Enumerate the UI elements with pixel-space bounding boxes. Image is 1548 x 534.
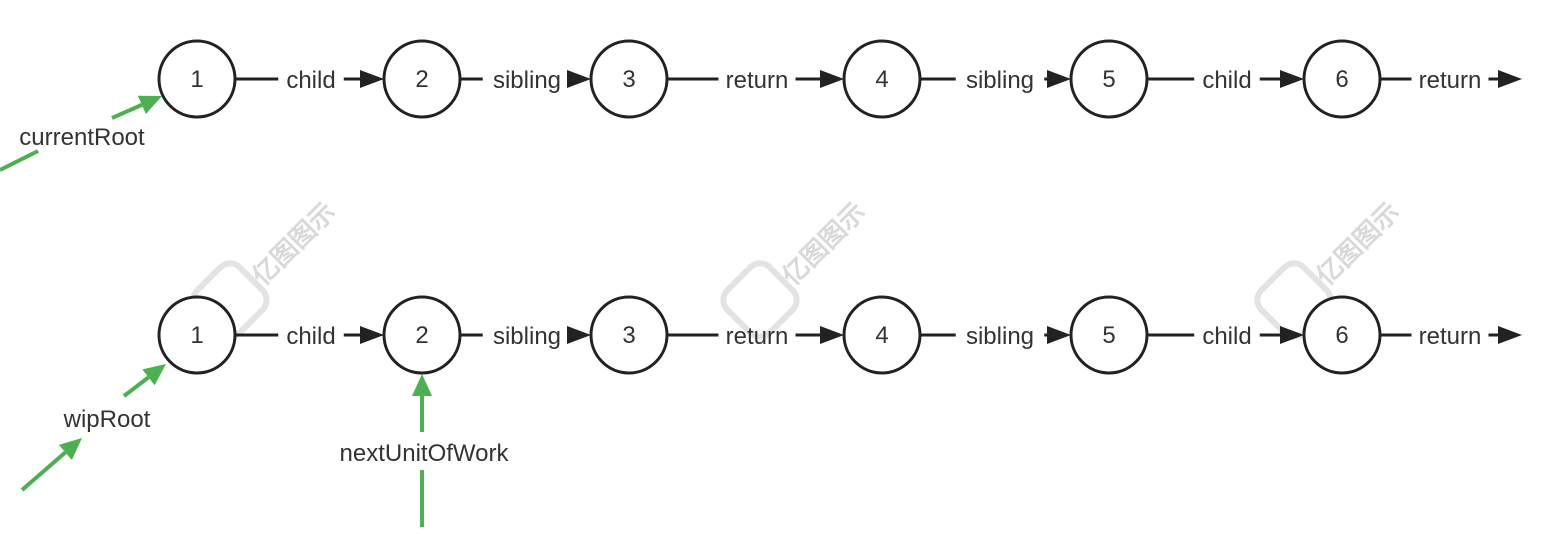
node-circle — [842, 39, 922, 119]
edge-label: child — [286, 323, 335, 350]
node-label: 4 — [875, 66, 888, 93]
row-wip: child sibling return sibling child return 1 2 3 4… — [157, 295, 1522, 375]
pointer-arrow-head — [412, 374, 432, 396]
edge-label: sibling — [966, 67, 1034, 94]
node-2: 2 — [382, 39, 462, 119]
node-6: 6 — [1302, 295, 1382, 375]
edge-child: child — [235, 323, 384, 350]
watermark-logo — [720, 260, 800, 340]
pointer-line — [122, 375, 150, 398]
pointer-line — [20, 450, 67, 492]
arrow-head — [567, 70, 591, 88]
node-5: 5 — [1069, 295, 1149, 375]
node-circle — [589, 39, 669, 119]
node-circle — [1302, 39, 1382, 119]
edge-label: child — [1202, 67, 1251, 94]
arrow-head — [360, 326, 384, 344]
node-label: 2 — [415, 322, 428, 349]
edge-child: child — [1147, 67, 1304, 94]
watermark-text: 亿图图示 — [777, 197, 872, 292]
arrow-head — [1047, 70, 1071, 88]
arrow-head — [1280, 70, 1304, 88]
node-label: 5 — [1102, 66, 1115, 93]
edge-return: return — [1380, 323, 1522, 350]
arrow-head — [1047, 326, 1071, 344]
node-6: 6 — [1302, 39, 1382, 119]
edge-label: return — [726, 323, 789, 350]
arrow-head — [567, 326, 591, 344]
node-label: 2 — [415, 66, 428, 93]
node-circle — [1069, 39, 1149, 119]
next-unit-label: nextUnitOfWork — [340, 440, 510, 467]
node-circle — [157, 295, 237, 375]
node-2: 2 — [382, 295, 462, 375]
arrow-head — [820, 326, 844, 344]
node-3: 3 — [589, 39, 669, 119]
node-label: 1 — [190, 66, 203, 93]
current-root-label: currentRoot — [19, 124, 145, 151]
edge-label: sibling — [966, 323, 1034, 350]
arrow-head — [360, 70, 384, 88]
pointer-line — [0, 149, 39, 172]
arrow-head — [1498, 326, 1522, 344]
node-4: 4 — [842, 295, 922, 375]
next-unit-pointer — [412, 374, 432, 432]
node-5: 5 — [1069, 39, 1149, 119]
arrow-head — [1280, 326, 1304, 344]
node-label: 1 — [190, 322, 203, 349]
node-circle — [1069, 295, 1149, 375]
wip-root-label: wipRoot — [63, 406, 151, 433]
edge-sibling: sibling — [460, 67, 591, 94]
edge-label: child — [1202, 323, 1251, 350]
edge-return: return — [667, 323, 844, 350]
node-label: 6 — [1335, 66, 1348, 93]
node-circle — [382, 295, 462, 375]
pointers: currentRoot wipRoot nextUnitOfWork — [0, 95, 510, 527]
arrow-head — [1498, 70, 1522, 88]
node-label: 3 — [622, 66, 635, 93]
edge-child: child — [1147, 323, 1304, 350]
node-circle — [157, 39, 237, 119]
pointer-line — [111, 103, 143, 120]
node-label: 3 — [622, 322, 635, 349]
edge-label: return — [1419, 323, 1482, 350]
node-circle — [382, 39, 462, 119]
pointer-arrow-head — [142, 364, 166, 386]
node-1: 1 — [157, 295, 237, 375]
watermarks: 亿图图示 亿图图示 亿图图示 — [190, 197, 1406, 340]
wip-root-lower — [20, 438, 82, 492]
watermark-text: 亿图图示 — [247, 197, 342, 292]
watermark-text: 亿图图示 — [1311, 197, 1406, 292]
edge-label: return — [726, 67, 789, 94]
node-label: 6 — [1335, 322, 1348, 349]
edge-sibling: sibling — [920, 323, 1071, 350]
edge-sibling: sibling — [920, 67, 1071, 94]
node-circle — [589, 295, 669, 375]
pointer-arrow-head — [58, 438, 82, 460]
node-circle — [1302, 295, 1382, 375]
diagram-rows: child sibling return sibling child return 1 2 3 4… — [157, 39, 1522, 375]
node-circle — [842, 295, 922, 375]
edge-return: return — [667, 67, 844, 94]
edge-label: return — [1419, 67, 1482, 94]
edge-label: sibling — [493, 323, 561, 350]
node-3: 3 — [589, 295, 669, 375]
edge-return: return — [1380, 67, 1522, 94]
pointer-arrow-head — [137, 95, 162, 115]
arrow-head — [820, 70, 844, 88]
edge-child: child — [235, 67, 384, 94]
edge-label: child — [286, 67, 335, 94]
wip-root-pointer — [122, 364, 166, 398]
current-root-pointer — [111, 95, 162, 120]
node-label: 4 — [875, 322, 888, 349]
edge-sibling: sibling — [460, 323, 591, 350]
row-current: child sibling return sibling child return 1 2 3 4… — [157, 39, 1522, 119]
node-label: 5 — [1102, 322, 1115, 349]
node-4: 4 — [842, 39, 922, 119]
edge-label: sibling — [493, 67, 561, 94]
node-1: 1 — [157, 39, 237, 119]
